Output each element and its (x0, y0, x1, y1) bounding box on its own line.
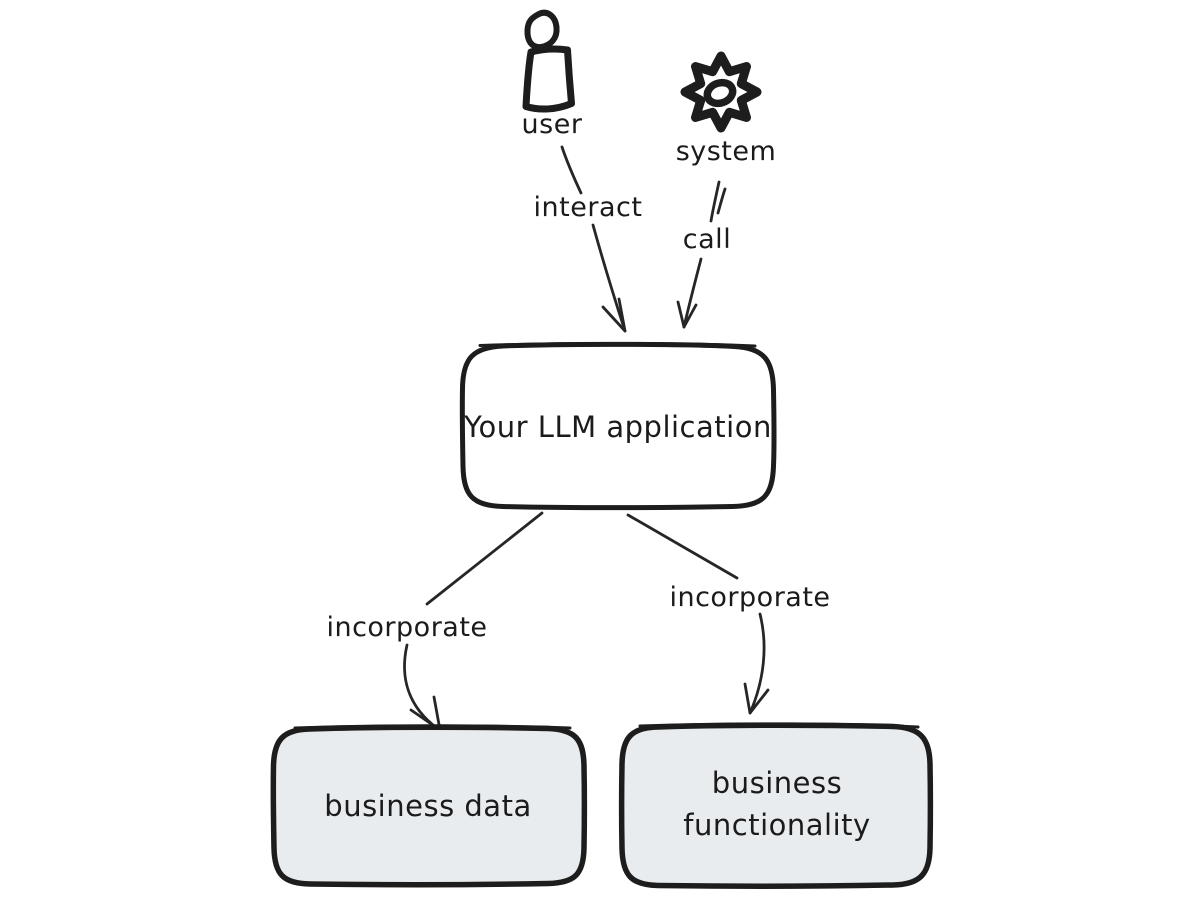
box-sketch-stroke (478, 341, 757, 348)
business-data-node: business data (270, 724, 588, 888)
edge-user-to-app: interact (534, 145, 643, 333)
llm-application-node: Your LLM application (459, 341, 777, 511)
box-sketch-stroke (293, 724, 572, 730)
person-icon-body (522, 45, 575, 113)
edge-segment (626, 513, 739, 580)
edge-shaft (682, 257, 703, 329)
business-functionality-node: business functionality (618, 722, 934, 889)
business-data-label: business data (324, 789, 531, 823)
edge-system-to-app: call (676, 180, 731, 329)
edge-label-incorporate-left: incorporate (326, 612, 487, 643)
gear-icon-outline (680, 51, 762, 133)
business-functionality-label-line2: functionality (683, 808, 870, 842)
system-label: system (676, 136, 777, 167)
gear-icon (680, 51, 762, 133)
person-icon (522, 9, 575, 113)
edge-shaft (591, 223, 627, 333)
user-node: user (522, 9, 583, 140)
edge-label-incorporate-right: incorporate (669, 582, 830, 613)
business-functionality-box (618, 722, 934, 889)
arrowhead (676, 300, 698, 329)
edge-label-interact: interact (534, 192, 643, 223)
user-label: user (522, 109, 583, 140)
edge-segment (560, 145, 583, 195)
arrowhead (743, 682, 770, 715)
edge-segment-sketch (716, 187, 727, 215)
edge-app-to-business-data: incorporate (326, 511, 544, 732)
person-icon-head (524, 9, 560, 51)
edge-app-to-business-functionality: incorporate (626, 513, 830, 715)
business-functionality-label-line1: business (712, 766, 842, 800)
gear-icon-hole (703, 78, 737, 108)
llm-application-label: Your LLM application (463, 410, 772, 444)
arrowhead (601, 297, 627, 333)
edge-segment (425, 511, 544, 606)
box-sketch-stroke (638, 722, 920, 729)
edge-label-call: call (683, 224, 731, 255)
edge-segment (709, 180, 721, 223)
edge-shaft (748, 612, 766, 715)
system-node: system (676, 51, 777, 167)
